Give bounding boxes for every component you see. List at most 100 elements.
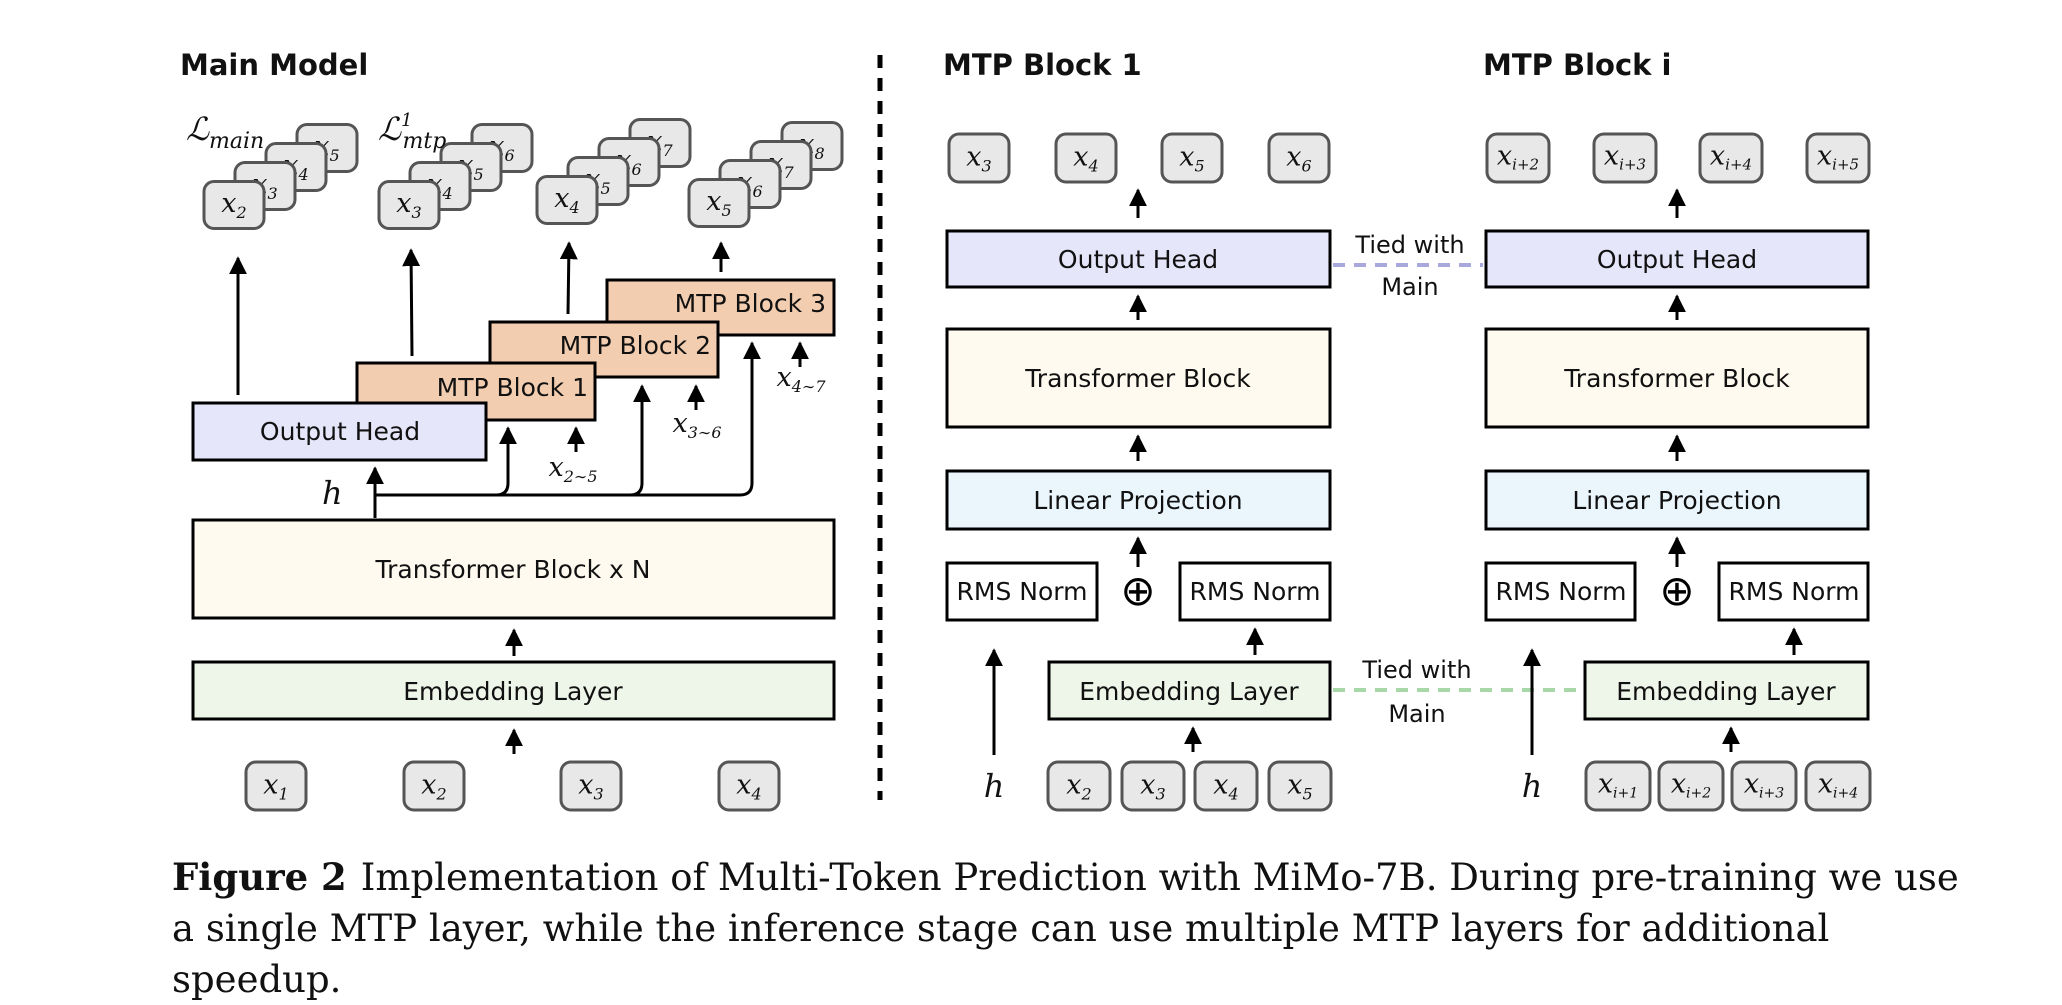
mtp1-output-token-box — [947, 132, 1011, 184]
main-output-token: x3 — [377, 180, 441, 230]
main-output-token-box — [202, 180, 266, 230]
mtpi-output-token-label: xi+5 — [1817, 141, 1859, 174]
mtpi-linear-projection — [1484, 469, 1870, 531]
mtpi-input-token-label: xi+2 — [1671, 768, 1711, 801]
main-output-token-label: x4 — [554, 183, 579, 217]
mtpi-input-token: xi+1 — [1584, 760, 1652, 812]
mtpi-transformer-label: Transformer Block — [1563, 364, 1790, 393]
main-input-token-box — [559, 760, 623, 812]
mtpi-output-token: xi+2 — [1485, 132, 1551, 184]
mtp1-output-token-label: x4 — [1073, 141, 1098, 175]
main-input-token: x3 — [559, 760, 623, 812]
mtp1-input-token: x4 — [1193, 760, 1259, 812]
mtp1-embedding-label: Embedding Layer — [1079, 677, 1299, 706]
mtp-block-i-panel: MTP Block i Output Head Transformer Bloc… — [1483, 48, 1872, 812]
mtp1-input-token-label: x3 — [1140, 769, 1165, 803]
main-embedding-layer — [191, 660, 836, 721]
mtpi-input-token-box — [1657, 760, 1725, 812]
mtpi-output-token-label: xi+3 — [1604, 141, 1646, 174]
mtp1-output-token-box — [1054, 132, 1118, 184]
mtp1-plus-icon: ⊕ — [1120, 566, 1155, 615]
mtp1-input-token-box — [1120, 760, 1186, 812]
mtp-block-1-title: MTP Block 1 — [943, 48, 1142, 82]
mtp1-input-token: x3 — [1120, 760, 1186, 812]
mtpi-embedding-layer — [1583, 660, 1870, 721]
mtp1-output-head-label: Output Head — [1058, 245, 1218, 274]
mtp1-transformer-block — [945, 327, 1332, 429]
main-input-token-label: x2 — [421, 769, 446, 803]
mtp1-input-token-box — [1193, 760, 1259, 812]
main-output-stacks: x5x4x3x2x6x5x4x3x7x6x5x4x8x7x6x5 — [202, 118, 844, 230]
main-input-token-label: x4 — [736, 769, 761, 803]
figure-diagram: Main Model Embedding Layer Transformer B… — [180, 48, 1872, 812]
main-side-input-label: x4∼7 — [777, 362, 827, 396]
mtpi-linear-projection-label: Linear Projection — [1572, 486, 1781, 515]
mtp1-transformer-label: Transformer Block — [1024, 364, 1251, 393]
main-input-token: x1 — [244, 760, 308, 812]
tied-output-label-line1: Tied with — [1354, 231, 1464, 259]
main-output-token-label: x2 — [221, 188, 246, 222]
mtp1-linear-projection-label: Linear Projection — [1033, 486, 1242, 515]
mtp1-input-token-label: x5 — [1287, 769, 1312, 803]
main-mtp-block-3 — [605, 278, 836, 337]
mtp1-rms-norm-right — [1178, 561, 1332, 622]
mtpi-rms-norm-left — [1484, 561, 1637, 622]
main-side-inputs: x2∼5x3∼6x4∼7 — [549, 362, 827, 486]
mtp-block-i-title: MTP Block i — [1483, 48, 1671, 82]
mtpi-rms-norm-left-label: RMS Norm — [1496, 577, 1627, 606]
mtpi-output-token-box — [1805, 132, 1871, 184]
main-output-token-box — [377, 180, 441, 230]
mtp1-embedding-layer — [1047, 660, 1332, 721]
mtp1-input-token-box — [1046, 760, 1112, 812]
main-input-token: x4 — [717, 760, 781, 812]
mtpi-output-token-label: xi+2 — [1497, 141, 1539, 174]
mtp1-output-token: x3 — [947, 132, 1011, 184]
main-output-token-box — [535, 175, 599, 225]
mtpi-input-token-label: xi+4 — [1818, 768, 1858, 801]
main-h-label: h — [322, 474, 343, 512]
main-input-token-label: x1 — [263, 769, 288, 803]
mtpi-h-label: h — [1522, 767, 1543, 805]
mtpi-rms-norm-right — [1717, 561, 1870, 622]
main-output-head — [191, 401, 488, 462]
mtpi-transformer-block — [1484, 327, 1870, 429]
main-transformer-block — [191, 518, 836, 620]
mtp1-input-tokens: x2 x3 x4 x5 — [1046, 760, 1333, 812]
mtp1-input-token-label: x2 — [1066, 769, 1091, 803]
main-output-token-label: x3 — [396, 188, 421, 222]
mtp1-output-token-label: x3 — [966, 141, 991, 175]
tied-output-label-line2: Main — [1381, 273, 1438, 301]
mtp-block-1-panel: MTP Block 1 Output Head Transformer Bloc… — [943, 48, 1333, 812]
mtp1-linear-projection — [945, 469, 1332, 531]
main-input-token-label: x3 — [578, 769, 603, 803]
main-mtp-block-1-label: MTP Block 1 — [437, 373, 588, 402]
mtp1-h-label: h — [984, 767, 1005, 805]
main-output-token-box — [687, 178, 751, 228]
main-input-token-box — [717, 760, 781, 812]
main-output-token: x2 — [202, 180, 266, 230]
mtpi-output-head-label: Output Head — [1597, 245, 1757, 274]
mtp1-output-token-label: x5 — [1179, 141, 1204, 175]
mtp1-input-token: x5 — [1267, 760, 1333, 812]
mtp1-output-token: x5 — [1160, 132, 1224, 184]
mtp1-output-token: x4 — [1054, 132, 1118, 184]
loss-label: ℒmain — [186, 110, 264, 154]
mtpi-output-token-label: xi+4 — [1710, 141, 1752, 174]
main-mtp-block-2-label: MTP Block 2 — [560, 331, 711, 360]
mtpi-output-token-box — [1485, 132, 1551, 184]
mtp1-output-token-box — [1267, 132, 1331, 184]
caption-label: Figure 2 — [172, 855, 347, 899]
mtp1-input-token-box — [1267, 760, 1333, 812]
main-mtp-block-3-label: MTP Block 3 — [675, 289, 826, 318]
mtp1-output-tokens: x3 x4 x5 x6 — [947, 132, 1331, 184]
mtpi-input-token-box — [1730, 760, 1798, 812]
mtpi-input-token-label: xi+3 — [1744, 768, 1784, 801]
main-embedding-label: Embedding Layer — [403, 677, 623, 706]
main-input-token-box — [244, 760, 308, 812]
main-input-token: x2 — [402, 760, 466, 812]
mtpi-input-token: xi+2 — [1657, 760, 1725, 812]
mtp1-output-token: x6 — [1267, 132, 1331, 184]
mtp1-input-token-label: x4 — [1213, 769, 1238, 803]
